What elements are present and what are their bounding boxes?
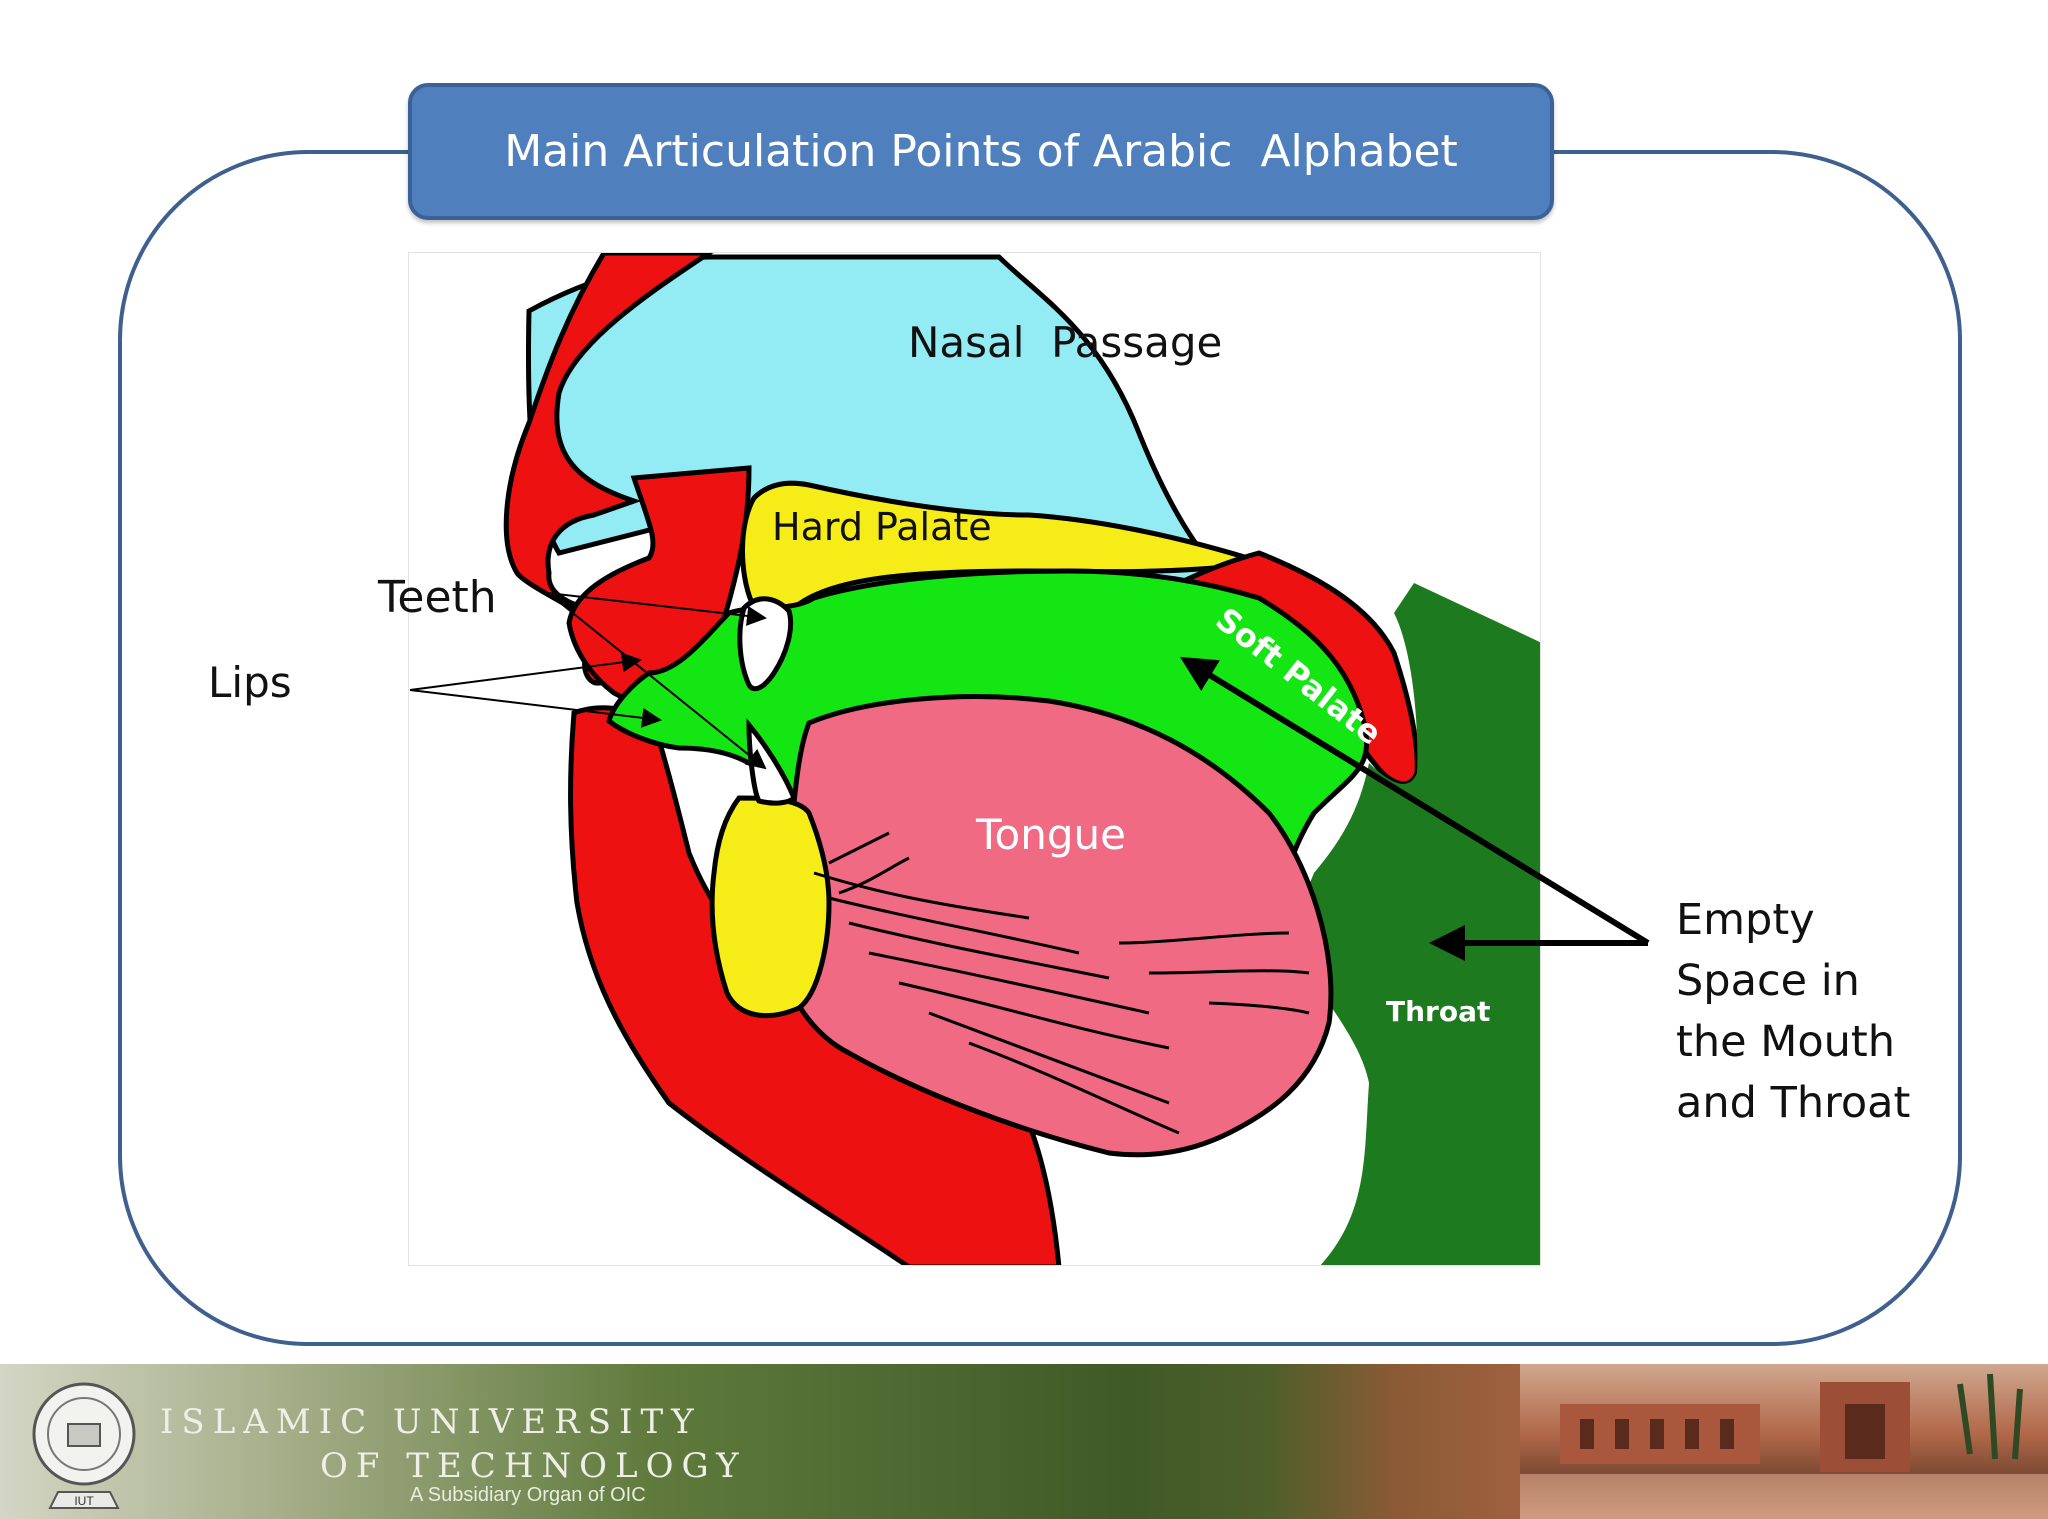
university-name-line2: OF TECHNOLOGY bbox=[320, 1446, 747, 1486]
lips-label: Lips bbox=[208, 658, 292, 707]
lower-jaw-region bbox=[709, 795, 832, 1019]
tongue-label: Tongue bbox=[976, 810, 1126, 859]
throat-label: Throat bbox=[1386, 995, 1491, 1028]
empty-space-label: Empty Space in the Mouth and Throat bbox=[1676, 890, 1910, 1134]
empty-space-line-4: and Throat bbox=[1676, 1078, 1911, 1128]
tongue-muscle-lines bbox=[813, 831, 1310, 1135]
head-cross-section bbox=[503, 253, 1540, 1265]
teeth-label: Teeth bbox=[378, 572, 497, 623]
slide-title: Main Articulation Points of Arabic Alpha… bbox=[504, 126, 1458, 177]
lower-tooth bbox=[746, 718, 797, 806]
campus-building-icon bbox=[1520, 1373, 2048, 1519]
footer-banner: IUT ISLAMIC UNIVERSITY OF TECHNOLOGY A S… bbox=[0, 1364, 2048, 1519]
title-banner: Main Articulation Points of Arabic Alpha… bbox=[408, 83, 1554, 220]
university-seal-icon: IUT bbox=[32, 1382, 136, 1509]
empty-space-line-1: Empty bbox=[1676, 895, 1815, 945]
university-name-line1: ISLAMIC UNIVERSITY bbox=[160, 1402, 702, 1442]
teeth-arrows bbox=[547, 592, 767, 770]
empty-space-arrows bbox=[1179, 656, 1650, 961]
university-subtitle: A Subsidiary Organ of OIC bbox=[410, 1484, 646, 1506]
logo-text: IUT bbox=[74, 1494, 94, 1508]
throat-region bbox=[1289, 583, 1540, 1265]
university-logo: IUT bbox=[28, 1374, 140, 1514]
hard-palate-label: Hard Palate bbox=[772, 505, 992, 549]
campus-photo bbox=[1520, 1364, 2048, 1519]
nasal-passage-label: Nasal Passage bbox=[908, 318, 1223, 367]
empty-space-line-3: the Mouth bbox=[1676, 1017, 1896, 1067]
articulation-diagram bbox=[408, 252, 1541, 1266]
lips-arrows bbox=[409, 652, 662, 728]
empty-space-line-2: Space in bbox=[1676, 956, 1860, 1006]
